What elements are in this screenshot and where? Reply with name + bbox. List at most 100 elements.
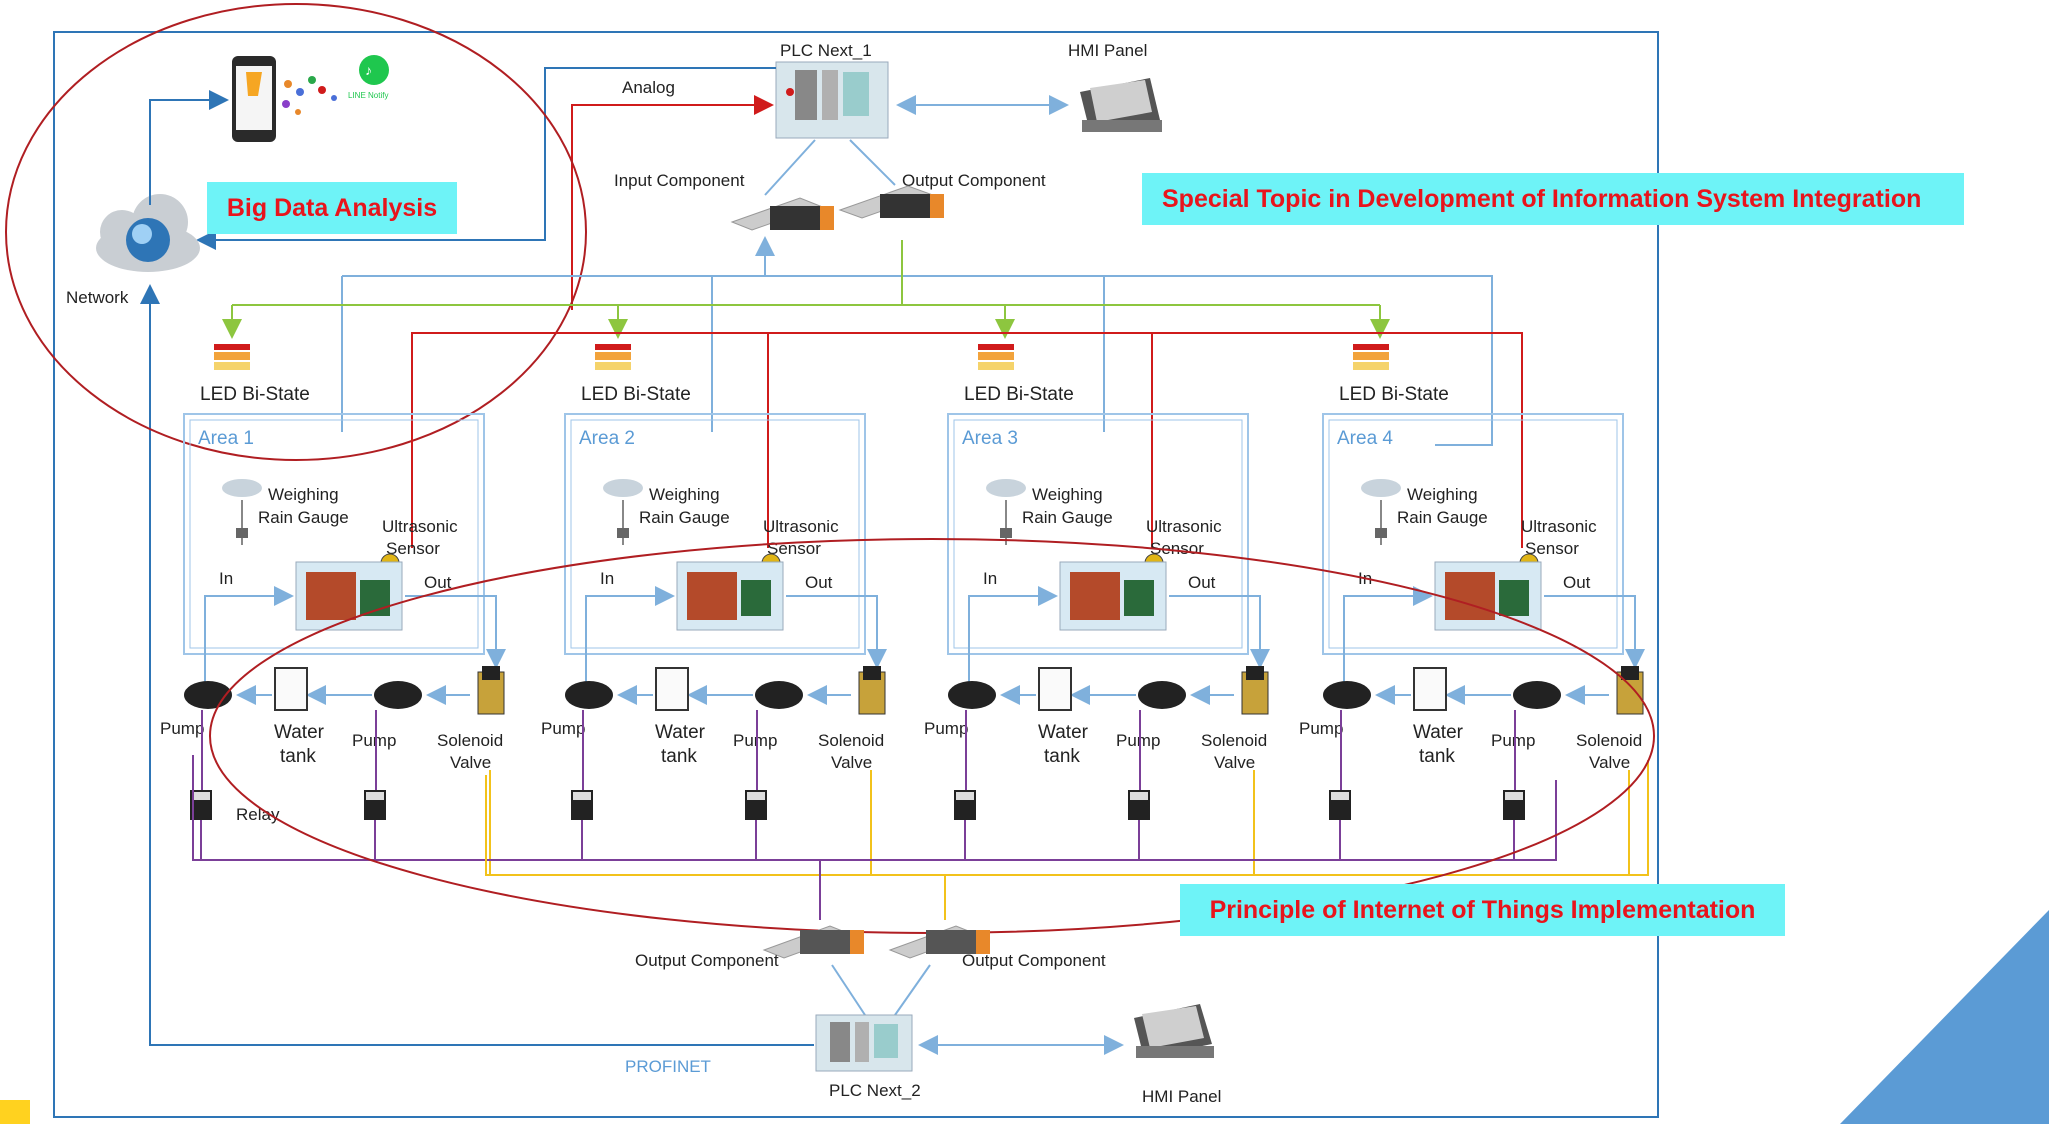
area-frame [1322, 413, 1624, 655]
pump-icon [755, 681, 803, 709]
pump-icon [948, 681, 996, 709]
plc2-network-line [140, 284, 814, 1046]
hmi-bottom-label: HMI Panel [1142, 1087, 1221, 1106]
pump-icon [1513, 681, 1561, 709]
rain-cloud-icon [1361, 479, 1401, 497]
iot-principle-title: Principle of Internet of Things Implemen… [1180, 884, 1785, 936]
plc-network-line [196, 67, 776, 250]
pump-label: Pump [352, 731, 396, 750]
led-bi-state-label: LED Bi-State [964, 384, 1074, 405]
water-tank-icon [655, 667, 689, 711]
output-component-label-top: Output Component [902, 171, 1046, 190]
pump-label: Pump [924, 719, 968, 738]
solenoid-label-2: Valve [831, 753, 872, 772]
out-label: Out [1563, 573, 1591, 592]
area-frame [564, 413, 866, 655]
solenoid-label-2: Valve [1214, 753, 1255, 772]
pump-label: Pump [733, 731, 777, 750]
out-label: Out [1188, 573, 1216, 592]
led-icon [595, 344, 631, 350]
rain-gauge-label-1: Weighing [1407, 485, 1478, 504]
plc-next-1 [775, 61, 889, 139]
led-bi-state-label: LED Bi-State [200, 384, 310, 405]
output-component-bottom-left [762, 925, 864, 959]
ultrasonic-label-2: Sensor [1150, 539, 1204, 558]
plc-next-2 [815, 1014, 913, 1072]
network-label: Network [66, 288, 129, 307]
rain-gauge-label-1: Weighing [1032, 485, 1103, 504]
water-tank-label-1: Water [274, 722, 325, 743]
in-label: In [219, 569, 233, 588]
solenoid-label-1: Solenoid [1576, 731, 1642, 750]
pump-label: Pump [1491, 731, 1535, 750]
hmi-panel-top [1080, 78, 1162, 132]
ultrasonic-label-2: Sensor [386, 539, 440, 558]
rain-gauge-label-2: Rain Gauge [639, 508, 730, 527]
in-label: In [600, 569, 614, 588]
led-icon [1353, 344, 1389, 350]
rain-gauge-label-2: Rain Gauge [258, 508, 349, 527]
led-bi-state-label: LED Bi-State [1339, 384, 1449, 405]
area-frame [183, 413, 485, 655]
data-dots [282, 76, 337, 115]
pump-icon [374, 681, 422, 709]
bell-icon: ♪ [365, 62, 372, 78]
water-tank-label-2: tank [280, 746, 316, 767]
area-label: Area 2 [579, 428, 635, 449]
output-component-top [838, 185, 944, 219]
water-tank-label-1: Water [1413, 722, 1464, 743]
water-tank-label-2: tank [661, 746, 697, 767]
pump-icon [565, 681, 613, 709]
rain-gauge-label-1: Weighing [268, 485, 339, 504]
water-tank-label-1: Water [1038, 722, 1089, 743]
out-label: Out [805, 573, 833, 592]
big-data-analysis-title: Big Data Analysis [207, 182, 457, 234]
diagram-frame [53, 31, 1659, 1118]
relay-bus [192, 755, 1557, 861]
line-notify-label: LINE Notify [348, 91, 388, 100]
water-tank-label-1: Water [655, 722, 706, 743]
pump-label: Pump [160, 719, 204, 738]
network-phone-line [149, 90, 229, 205]
analog-bus [411, 332, 1523, 548]
rain-cloud-icon [603, 479, 643, 497]
output-component-bottom-right [888, 925, 990, 959]
pump-label: Pump [541, 719, 585, 738]
pump-icon [1138, 681, 1186, 709]
led-bi-state-label: LED Bi-State [581, 384, 691, 405]
input-component [730, 197, 834, 231]
output-component-bottom-left-label: Output Component [635, 951, 779, 970]
input-component-label: Input Component [614, 171, 745, 190]
analog-label: Analog [622, 78, 675, 97]
valve-bus [485, 760, 1649, 876]
rain-cloud-icon [222, 479, 262, 497]
ultrasonic-label-1: Ultrasonic [382, 517, 458, 536]
ultrasonic-label-1: Ultrasonic [763, 517, 839, 536]
network-cloud-icon [96, 194, 200, 272]
water-tank-label-2: tank [1044, 746, 1080, 767]
relay-label: Relay [236, 805, 280, 824]
pump-icon [1323, 681, 1371, 709]
ultrasonic-label-1: Ultrasonic [1521, 517, 1597, 536]
pump-label: Pump [1299, 719, 1343, 738]
rain-gauge-label-1: Weighing [649, 485, 720, 504]
line-notify-icon [359, 55, 389, 85]
area-label: Area 1 [198, 428, 254, 449]
big-data-ellipse [5, 3, 587, 461]
plc-output-link [849, 139, 896, 186]
solenoid-label-2: Valve [1589, 753, 1630, 772]
solenoid-label-2: Valve [450, 753, 491, 772]
rain-cloud-icon [986, 479, 1026, 497]
plc-next-2-label: PLC Next_2 [829, 1081, 921, 1100]
analog-line [571, 95, 774, 310]
out-label: Out [424, 573, 452, 592]
corner-mark [0, 1100, 30, 1124]
area-label: Area 3 [962, 428, 1018, 449]
ultrasonic-label-1: Ultrasonic [1146, 517, 1222, 536]
sensor-bus [342, 275, 1493, 446]
